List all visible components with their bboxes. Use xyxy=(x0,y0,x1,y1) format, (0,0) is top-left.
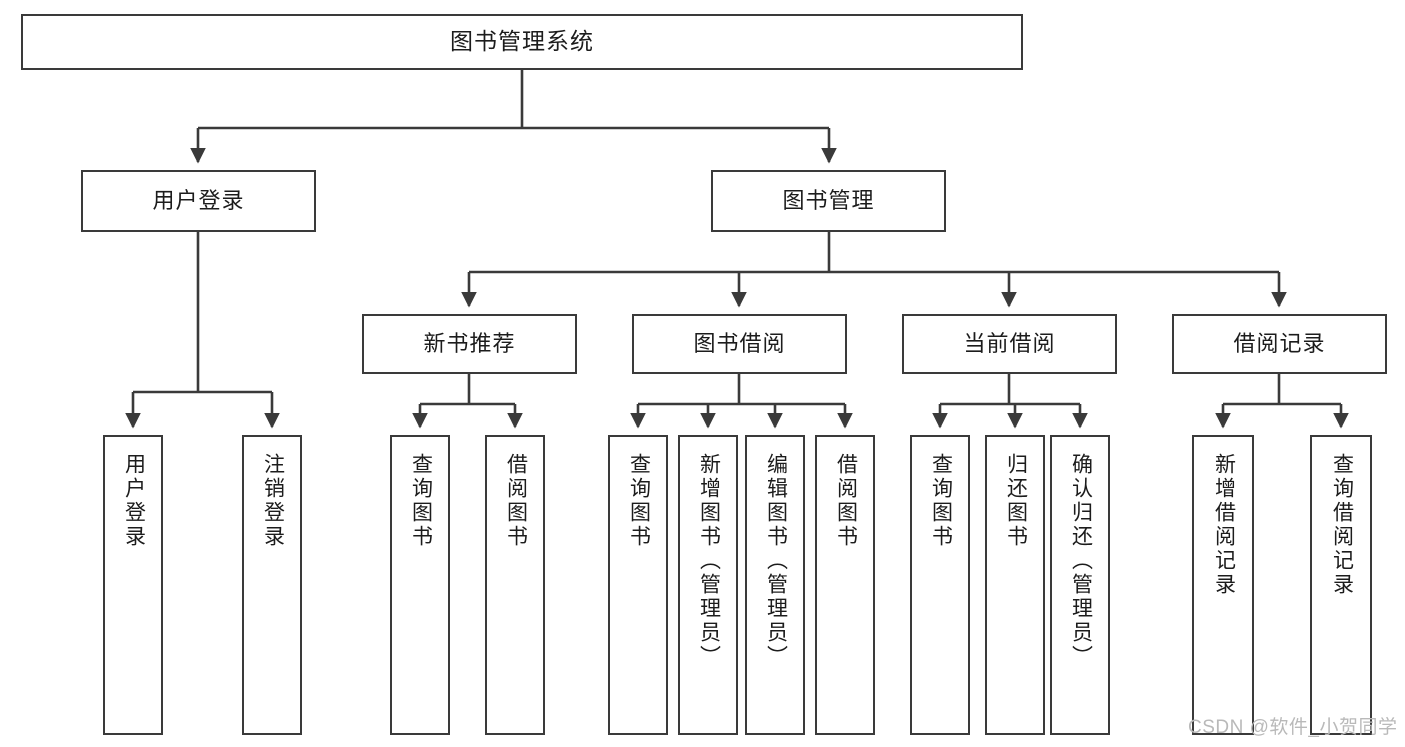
leaf-borrow-book-1-label: 借阅图书 xyxy=(504,453,528,549)
leaf-add-record-label: 新增借阅记录 xyxy=(1212,453,1236,597)
leaf-borrow-book-1[interactable]: 借阅图书 xyxy=(485,435,545,735)
watermark: CSDN @软件_小贺同学 xyxy=(1188,717,1398,738)
node-book-management-label: 图书管理 xyxy=(782,187,875,213)
leaf-borrow-book-2-label: 借阅图书 xyxy=(834,453,858,549)
node-new-book-recommend[interactable]: 新书推荐 xyxy=(362,314,577,374)
node-current-borrow[interactable]: 当前借阅 xyxy=(902,314,1117,374)
leaf-user-login-label: 用户登录 xyxy=(122,453,146,549)
node-root[interactable]: 图书管理系统 xyxy=(21,14,1023,70)
node-book-borrow-label: 图书借阅 xyxy=(693,330,786,356)
leaf-query-book-1-label: 查询图书 xyxy=(409,453,433,549)
node-user-login-label: 用户登录 xyxy=(152,187,245,213)
leaf-add-record[interactable]: 新增借阅记录 xyxy=(1192,435,1254,735)
node-current-borrow-label: 当前借阅 xyxy=(963,330,1056,356)
leaf-user-login[interactable]: 用户登录 xyxy=(103,435,163,735)
leaf-query-record[interactable]: 查询借阅记录 xyxy=(1310,435,1372,735)
leaf-logout-label: 注销登录 xyxy=(261,453,285,549)
leaf-add-book[interactable]: 新增图书（管理员） xyxy=(678,435,738,735)
node-borrow-record[interactable]: 借阅记录 xyxy=(1172,314,1387,374)
node-book-management[interactable]: 图书管理 xyxy=(711,170,946,232)
leaf-return-book-label: 归还图书 xyxy=(1004,453,1028,549)
leaf-edit-book-label: 编辑图书（管理员） xyxy=(764,453,788,669)
leaf-confirm-return-label: 确认归还（管理员） xyxy=(1069,453,1093,669)
leaf-query-book-1[interactable]: 查询图书 xyxy=(390,435,450,735)
leaf-query-book-3-label: 查询图书 xyxy=(929,453,953,549)
leaf-logout[interactable]: 注销登录 xyxy=(242,435,302,735)
leaf-confirm-return[interactable]: 确认归还（管理员） xyxy=(1050,435,1110,735)
leaf-borrow-book-2[interactable]: 借阅图书 xyxy=(815,435,875,735)
leaf-query-record-label: 查询借阅记录 xyxy=(1330,453,1354,597)
leaf-query-book-2-label: 查询图书 xyxy=(627,453,651,549)
node-root-label: 图书管理系统 xyxy=(450,28,594,55)
node-new-book-recommend-label: 新书推荐 xyxy=(423,330,516,356)
node-user-login[interactable]: 用户登录 xyxy=(81,170,316,232)
node-book-borrow[interactable]: 图书借阅 xyxy=(632,314,847,374)
node-borrow-record-label: 借阅记录 xyxy=(1233,330,1326,356)
leaf-return-book[interactable]: 归还图书 xyxy=(985,435,1045,735)
leaf-edit-book[interactable]: 编辑图书（管理员） xyxy=(745,435,805,735)
leaf-add-book-label: 新增图书（管理员） xyxy=(697,453,721,669)
leaf-query-book-2[interactable]: 查询图书 xyxy=(608,435,668,735)
leaf-query-book-3[interactable]: 查询图书 xyxy=(910,435,970,735)
